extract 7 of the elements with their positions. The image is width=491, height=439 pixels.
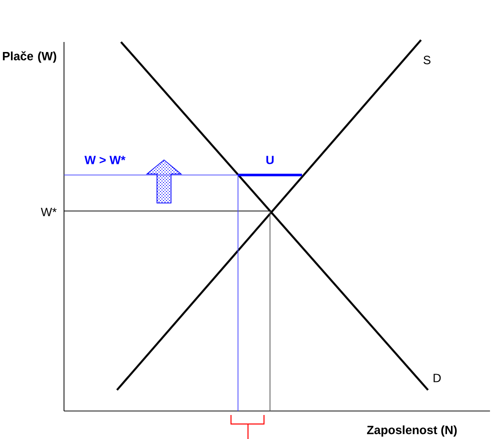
axis-title: Zaposlenost (N) [367, 425, 457, 437]
wage-label: W > W* [84, 156, 126, 164]
curve-label: D [434, 374, 441, 382]
wage-label: W* [40, 208, 57, 216]
curve-label: S [424, 56, 430, 64]
axis-title: Plače (W) [2, 51, 56, 63]
unemployment-label: U [266, 156, 274, 164]
